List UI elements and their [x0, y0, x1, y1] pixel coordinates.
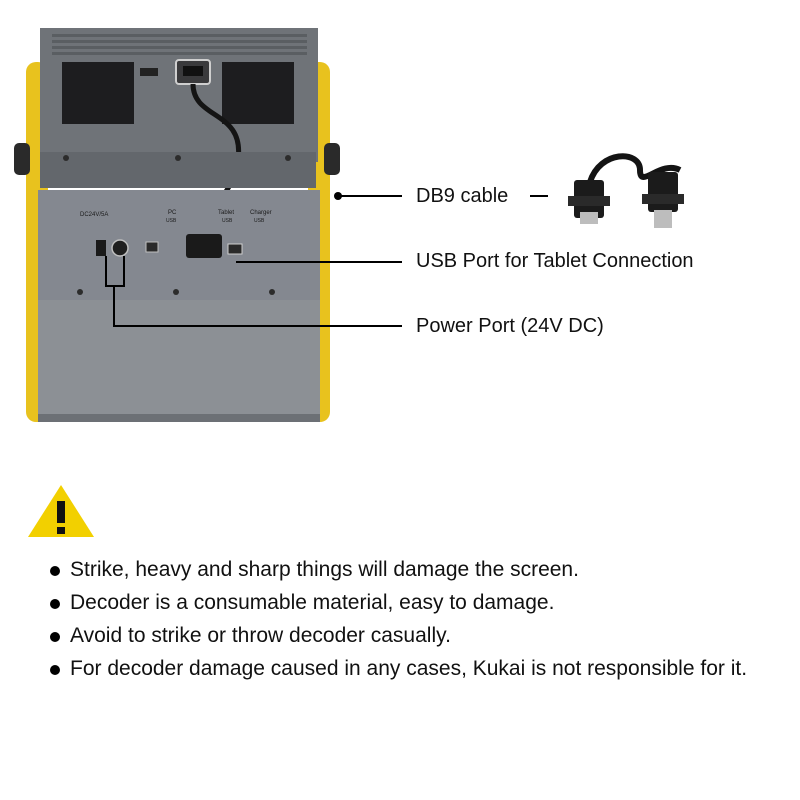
- vent-grille: [52, 34, 307, 55]
- lower-base: [38, 300, 320, 422]
- left-knob: [14, 143, 30, 175]
- front-db9-port: [186, 234, 222, 258]
- label-tablet-sub: USB: [222, 218, 233, 224]
- warning-icon: [28, 485, 94, 537]
- db9-callout-dot: [334, 192, 342, 200]
- pc-usb-port: [145, 241, 159, 253]
- label-dc: DC24V/5A: [80, 212, 108, 218]
- warning-item-3: Avoid to strike or throw decoder casuall…: [50, 619, 790, 652]
- power-port-callout: Power Port (24V DC): [416, 315, 604, 337]
- label-tablet: Tablet: [218, 210, 234, 216]
- warning-item-1: Strike, heavy and sharp things will dama…: [50, 553, 790, 586]
- warning-list: Strike, heavy and sharp things will dama…: [50, 553, 790, 685]
- power-port: [111, 239, 129, 257]
- screw-row-top: [63, 155, 291, 161]
- tablet-usb-port: [227, 243, 243, 255]
- screw-row-bottom: [77, 289, 275, 295]
- top-usb-slot: [140, 68, 158, 76]
- power-switch: [96, 240, 106, 256]
- front-panel: [38, 190, 320, 300]
- left-speaker-pad: [62, 62, 134, 124]
- key-machine-illustration: DC24V/5A PC USB Tablet USB Charger USB: [14, 28, 684, 422]
- db9-cable-icon: [568, 153, 684, 228]
- warning-item-2: Decoder is a consumable material, easy t…: [50, 586, 790, 619]
- warning-item-4: For decoder damage caused in any cases, …: [50, 652, 790, 685]
- db9-cable-callout: DB9 cable: [416, 185, 509, 207]
- right-speaker-pad: [222, 62, 294, 124]
- usb-port-callout: USB Port for Tablet Connection: [416, 250, 694, 272]
- label-charger: Charger: [250, 210, 272, 216]
- leader-lines: [105, 195, 548, 327]
- label-pc: PC: [168, 210, 177, 216]
- label-charger-sub: USB: [254, 218, 265, 224]
- right-knob: [324, 143, 340, 175]
- label-pc-sub: USB: [166, 218, 177, 224]
